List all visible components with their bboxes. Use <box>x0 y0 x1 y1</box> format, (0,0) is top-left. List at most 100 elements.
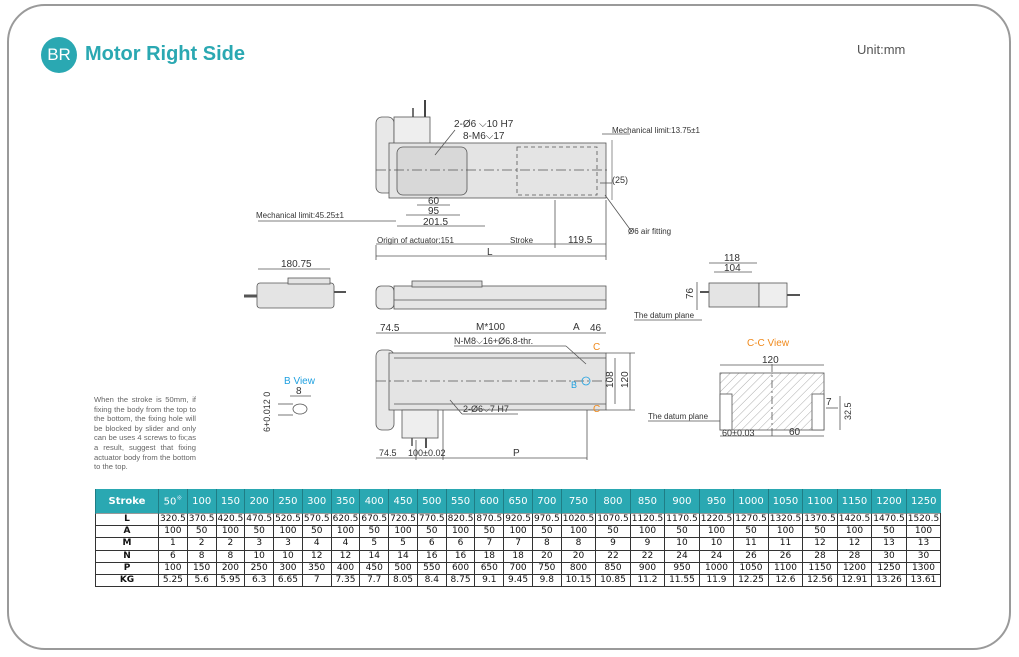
table-cell: 50 <box>531 525 562 539</box>
dim-180-75: 180.75 <box>281 259 312 270</box>
table-cell: 350 <box>301 561 332 575</box>
table-cell: 7.7 <box>359 573 390 588</box>
table-cell: 2 <box>215 537 246 551</box>
table-cell: 470.5 <box>244 512 275 527</box>
table-cell: 7.35 <box>330 573 361 588</box>
table-cell: 900 <box>629 561 666 575</box>
table-cell: 500 <box>388 561 418 575</box>
table-cell: 420.5 <box>215 512 246 527</box>
table-cell: 6.3 <box>244 573 275 588</box>
thread-label: N-M8⌵16+Ø6.8-thr. <box>454 336 533 346</box>
b-view <box>278 395 311 416</box>
table-cell: 820.5 <box>445 512 476 527</box>
table-cell: 9.8 <box>531 573 562 588</box>
table-cell: 30 <box>905 549 942 563</box>
table-cell: 14 <box>359 549 390 563</box>
stroke-col-header: 1100 <box>802 489 838 514</box>
table-cell: 16 <box>416 549 447 563</box>
stroke-col-header: 900 <box>664 489 700 514</box>
table-cell: 26 <box>733 549 769 563</box>
dim-25: (25) <box>612 175 628 185</box>
table-cell: 20 <box>531 549 562 563</box>
table-cell: 5 <box>359 537 390 551</box>
table-cell: 100 <box>273 525 303 539</box>
left-end-view <box>244 268 346 309</box>
stroke-col-header: 150 <box>215 489 245 514</box>
stroke-value: 250 <box>278 495 298 507</box>
table-cell: 14 <box>388 549 418 563</box>
cc-view-title: C-C View <box>747 338 790 349</box>
stroke-note: When the stroke is 50mm, if fixing the b… <box>94 395 196 472</box>
table-cell: 1300 <box>905 561 942 575</box>
table-cell: 8.05 <box>388 573 418 588</box>
air-fitting-label: Ø6 air fitting <box>628 227 671 236</box>
table-cell: 1170.5 <box>664 512 700 527</box>
table-cell: 12.91 <box>836 573 873 588</box>
stroke-value: 900 <box>672 495 692 507</box>
table-cell: 650 <box>474 561 505 575</box>
b-view-dim-8: 8 <box>296 386 302 397</box>
dim-A: A <box>573 322 580 333</box>
dim-M: M*100 <box>476 322 505 333</box>
stroke-value: 1000 <box>738 495 764 507</box>
section-c-bottom: C <box>593 404 600 415</box>
table-cell: 1050 <box>733 561 769 575</box>
table-cell: 26 <box>767 549 804 563</box>
table-cell: 100 <box>503 525 533 539</box>
table-cell: 1420.5 <box>836 512 873 527</box>
table-cell: 50 <box>802 525 838 539</box>
table-cell: 100 <box>158 525 188 539</box>
stroke-value: 700 <box>537 495 557 507</box>
table-cell: 1470.5 <box>871 512 907 527</box>
table-cell: 570.5 <box>301 512 332 527</box>
table-cell: 10 <box>698 537 735 551</box>
cc-view <box>648 364 841 437</box>
table-cell: 7 <box>301 573 332 588</box>
dim-76: 76 <box>685 287 696 299</box>
table-cell: 320.5 <box>158 512 188 527</box>
footnote-mark: ※ <box>176 494 183 503</box>
stroke-value: 400 <box>364 495 384 507</box>
table-cell: 1320.5 <box>767 512 804 527</box>
table-cell: 9 <box>595 537 631 551</box>
table-cell: 1100 <box>767 561 804 575</box>
table-cell: 50 <box>416 525 447 539</box>
stroke-value: 1050 <box>772 495 799 507</box>
table-cell: 9.1 <box>474 573 505 588</box>
bottom-view <box>375 349 607 448</box>
right-end-view <box>634 262 800 321</box>
stroke-value: 150 <box>220 495 240 507</box>
stroke-value: 200 <box>249 495 269 507</box>
table-cell: 100 <box>560 525 597 539</box>
dim-108: 108 <box>605 371 616 388</box>
stroke-col-header: 200 <box>244 489 274 514</box>
dim-118: 118 <box>724 253 740 264</box>
dim-201-5: 201.5 <box>423 217 448 228</box>
row-label: P <box>95 561 159 575</box>
table-cell: 28 <box>802 549 838 563</box>
table-cell: 550 <box>416 561 447 575</box>
table-cell: 12 <box>836 537 873 551</box>
row-label: A <box>95 525 159 539</box>
table-cell: 1220.5 <box>698 512 735 527</box>
stroke-value: 350 <box>335 495 356 507</box>
table-cell: 24 <box>698 549 735 563</box>
stroke-col-header: 100 <box>186 489 217 514</box>
table-cell: 1000 <box>698 561 735 575</box>
stroke-col-header: 950 <box>698 489 734 514</box>
b-marker: B <box>571 380 577 390</box>
page-title: Motor Right Side <box>85 43 245 65</box>
hole-label: 2-Ø6 ⌵10 H7 <box>454 119 514 130</box>
table-cell: 250 <box>244 561 275 575</box>
table-cell: 5.95 <box>215 573 246 588</box>
stroke-col-header: 450 <box>388 489 418 514</box>
table-cell: 10.85 <box>595 573 631 588</box>
row-label: M <box>95 537 159 551</box>
table-cell: 50 <box>474 525 505 539</box>
table-cell: 1150 <box>802 561 838 575</box>
